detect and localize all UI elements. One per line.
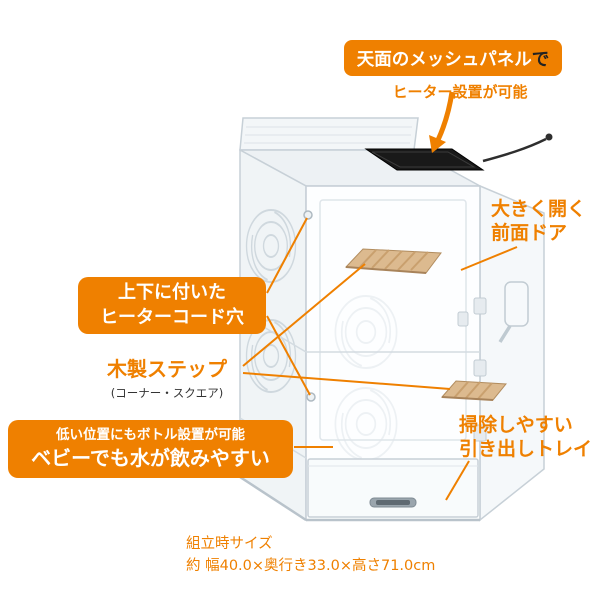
connector-cord-hole-top <box>266 217 308 294</box>
cord-hole-bottom <box>306 392 316 402</box>
heater <box>364 148 485 171</box>
connector-cord-hole-bottom <box>266 315 311 396</box>
water-bottle <box>498 281 529 343</box>
assembly-size-title: 組立時サイズ <box>186 536 273 552</box>
mesh-lid <box>239 117 419 151</box>
wooden-step-title: 木製ステップ <box>107 357 227 381</box>
assembly-size: 組立時サイズ 約 幅40.0×奥行き33.0×高さ71.0cm <box>186 533 435 578</box>
wooden-step-lower <box>440 380 508 401</box>
wooden-step-upper <box>344 248 442 274</box>
hinge <box>473 297 487 315</box>
heater-cord <box>482 137 547 163</box>
mesh-panel-callout: 天面のメッシュパネルで <box>344 40 562 76</box>
front-door-line1: 大きく開く <box>491 198 587 220</box>
connector-front-door <box>460 246 518 271</box>
connector-step-lower <box>242 372 451 390</box>
front-door-label: 大きく開く 前面ドア <box>491 197 586 246</box>
front-door-line2: 前面ドア <box>491 222 568 245</box>
base-edge <box>239 475 307 522</box>
water-bottle-callout: 低い位置にもボトル設置が可能 ベビーでも水が飲みやすい <box>8 420 293 478</box>
heater-cord-holes-line1: 上下に付いた <box>118 282 226 304</box>
callout-lines <box>242 217 518 501</box>
wooden-step-callout: 木製ステップ (コーナー・スクエア) <box>88 353 246 401</box>
drawer-tray-line1: 掃除しやすい <box>459 414 573 436</box>
mesh-panel-label: 天面のメッシュパネル <box>356 49 532 70</box>
water-bottle-line2: ベビーでも水が飲みやすい <box>31 445 270 470</box>
hinge <box>473 424 487 442</box>
drawer-tray <box>307 458 479 518</box>
connector-step-upper <box>242 263 366 367</box>
connector-tray <box>445 460 470 501</box>
cord-hole-top <box>303 210 313 220</box>
assembly-size-value: 約 幅40.0×奥行き33.0×高さ71.0cm <box>186 558 436 575</box>
drawer-tray-label: 掃除しやすい 引き出しトレイ <box>459 413 592 462</box>
water-bottle-line1: 低い位置にもボトル設置が可能 <box>56 427 245 444</box>
mesh-panel-suffix: で <box>531 49 550 70</box>
heater-cord-holes-callout: 上下に付いた ヒーターコード穴 <box>78 277 266 334</box>
door-latch <box>457 311 469 327</box>
drawer-tray-line2: 引き出しトレイ <box>459 438 593 461</box>
heater-cord-holes-line2: ヒーターコード穴 <box>100 306 244 328</box>
callout-arrow-icon <box>429 91 455 153</box>
hinge <box>473 359 487 377</box>
heater-note: ヒーター設置が可能 <box>392 83 528 101</box>
heater-cord-plug <box>545 133 553 141</box>
wooden-step-subtitle: (コーナー・スクエア) <box>110 386 224 400</box>
